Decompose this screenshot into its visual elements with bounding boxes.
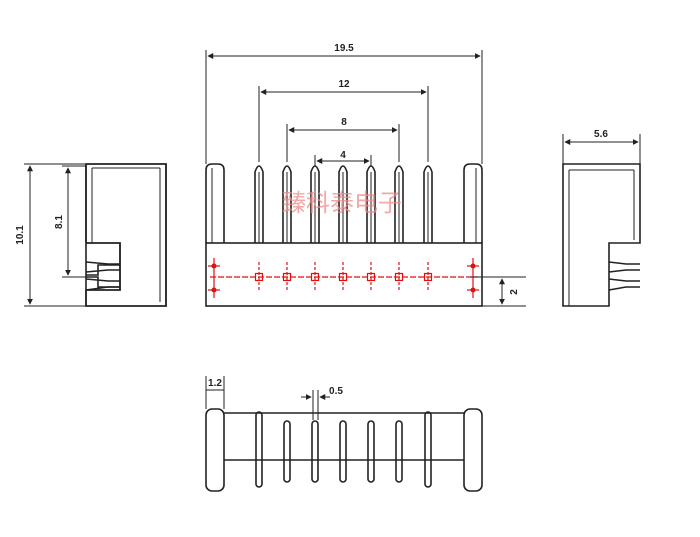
pin-7 <box>423 165 433 243</box>
bottom-pin-4 <box>339 420 347 483</box>
watermark-text: 臻科泰电子 <box>282 189 402 217</box>
bottom-pin-3 <box>311 420 319 483</box>
side-wall-left <box>205 163 225 243</box>
dimension-pin-height: 8.1 <box>54 165 90 278</box>
dimension-label-4: 4 <box>340 150 346 161</box>
pin-6 <box>394 165 404 243</box>
pin-2 <box>282 165 292 243</box>
pin-4 <box>338 165 348 243</box>
right-side-view: 5.6 <box>562 129 641 307</box>
bottom-pin-1 <box>255 411 263 488</box>
latch-pins-right <box>608 261 640 291</box>
dimension-pin-width: 0.5 <box>301 386 343 420</box>
mount-hole-left-mark <box>208 258 220 298</box>
dimension-label-1-2: 1.2 <box>208 378 222 389</box>
pin-1 <box>254 165 264 243</box>
front-pins <box>254 165 433 243</box>
dimension-total-height: 10.1 <box>15 163 86 307</box>
dimension-label-8-1: 8.1 <box>54 215 65 229</box>
bottom-pin-6 <box>395 420 403 483</box>
dimension-pcb-offset: 2 <box>470 276 526 307</box>
dimension-overall-width: 19.5 <box>205 43 483 164</box>
dimension-label-10-1: 10.1 <box>15 225 26 245</box>
dimension-label-8: 8 <box>341 117 347 128</box>
dimension-label-0-5: 0.5 <box>329 386 343 397</box>
connector-body <box>205 242 483 307</box>
dimension-label-5-6: 5.6 <box>594 129 608 140</box>
bottom-pins <box>255 411 432 488</box>
side-wall-right <box>463 163 483 243</box>
front-view: 19.5 12 8 4 2 臻科泰电子 <box>205 43 526 307</box>
dimension-label-19-5: 19.5 <box>334 43 354 54</box>
bottom-pin-2 <box>283 420 291 483</box>
dimension-inner-pin-span: 4 <box>314 150 372 166</box>
dimension-wall-thickness: 1.2 <box>205 376 225 409</box>
bottom-pin-5 <box>367 420 375 483</box>
dimension-label-2: 2 <box>509 289 520 295</box>
mount-hole-right-mark <box>467 258 479 298</box>
end-wall-right <box>463 408 483 492</box>
dimension-label-12: 12 <box>338 79 350 90</box>
pcb-footprint-marks <box>208 258 479 298</box>
bottom-pin-7 <box>424 411 432 488</box>
dimension-outer-pin-span: 12 <box>258 79 429 162</box>
left-side-view: 10.1 8.1 <box>15 163 167 307</box>
dimension-middle-pin-span: 8 <box>286 117 400 162</box>
dimension-depth: 5.6 <box>562 129 641 164</box>
end-wall-left <box>205 408 225 492</box>
bottom-view: 1.2 0.5 <box>205 376 483 492</box>
latch-pins-left <box>85 261 120 291</box>
